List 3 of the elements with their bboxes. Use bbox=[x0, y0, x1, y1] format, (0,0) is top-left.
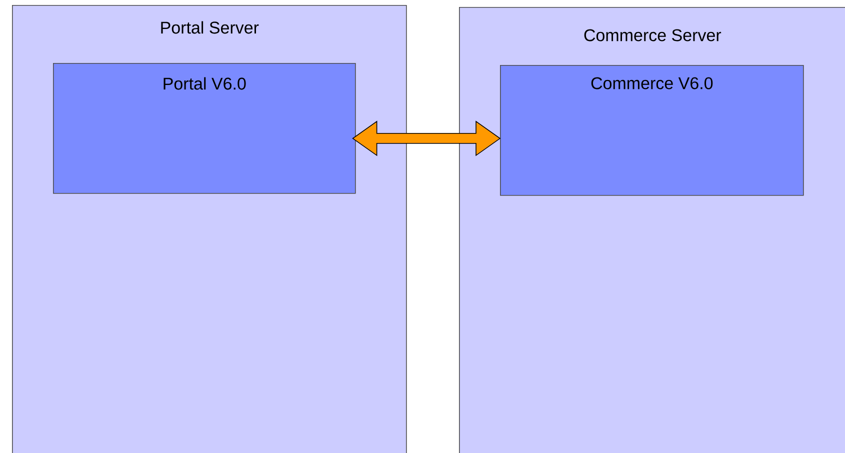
double-arrow bbox=[352, 120, 501, 156]
application-box: Commerce V6.0 bbox=[500, 65, 804, 196]
application-box: Portal V6.0 bbox=[53, 63, 356, 194]
